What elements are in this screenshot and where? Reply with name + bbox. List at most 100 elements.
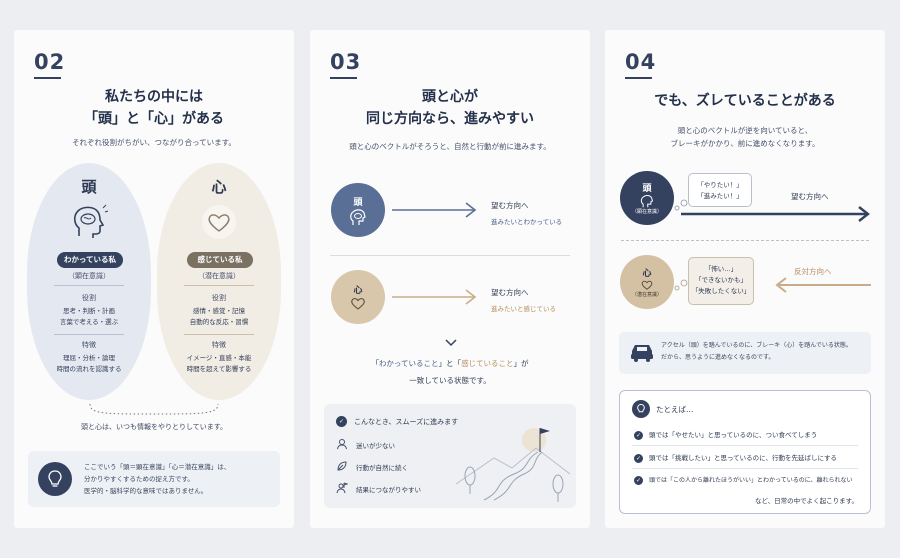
callout-item: 迷いが少ない	[356, 442, 395, 450]
head-role-heading: 役割	[82, 294, 96, 302]
person-flag-icon	[336, 482, 348, 494]
heart-pill: 感じている私	[187, 252, 253, 268]
disclaimer-line1: ここでいう「頭＝顕在意識」「心＝潜在意識」は、	[84, 463, 231, 471]
result-heart-phrase: 感じていること	[461, 359, 514, 368]
result-head-phrase: わかっていること	[378, 359, 439, 368]
check-icon: ✓	[634, 476, 643, 485]
panel-number: 04	[625, 50, 657, 74]
head-arrow	[392, 202, 477, 218]
example-text: 頭では「この人から離れたほうがいい」とわかっているのに、離れられない	[649, 477, 853, 484]
head-circle: 頭	[331, 183, 385, 237]
heart-circle-label: 心	[642, 269, 652, 279]
panel-title-line1: 頭と心が	[422, 89, 478, 105]
head-circle-label: 頭	[353, 197, 363, 208]
panel-03: 03 頭と心が 同じ方向なら、進みやすい 頭と心のベクトルがそろうと、自然と行動…	[310, 30, 590, 528]
heart-pill-sub: （潜在意識）	[198, 272, 240, 280]
heart-arrow	[392, 289, 477, 305]
heart-icon	[351, 298, 365, 310]
head-kanji: 頭	[81, 178, 97, 196]
heart-speech-bubble: 「怖い…」 「できないかも」 「失敗したくない」	[688, 257, 754, 305]
head-goal-sub: 進みたいとわかっている	[491, 218, 563, 226]
result-quote: 」と「	[438, 359, 462, 368]
divider	[54, 334, 124, 335]
heart-role-line2: 自動的な反応・習慣	[189, 318, 249, 326]
info-line1: アクセル（頭）を踏んでいるのに、ブレーキ（心）を踏んでいる状態。	[661, 342, 852, 349]
example-text: 頭では「挑戦したい」と思っているのに、行動を先延ばしにする	[649, 454, 838, 462]
chevron-down-icon	[445, 339, 457, 347]
bubble-line: 「できないかも」	[695, 276, 747, 284]
lightbulb-icon	[632, 400, 650, 418]
thought-dots	[674, 199, 688, 211]
heart-icon	[202, 205, 236, 239]
examples-tail: など、日常の中でよく起こります。	[754, 497, 858, 505]
lightbulb-icon	[38, 462, 72, 496]
path-to-flag-illustration	[455, 428, 571, 502]
example-item: ✓ 頭では「挑戦したい」と思っているのに、行動を先延ばしにする	[634, 452, 837, 463]
heart-direction-label: 反対方向へ	[794, 267, 832, 276]
smooth-callout: ✓ こんなとき、スムーズに進みます 迷いが少ない 行動が自然に続く 結果につなが…	[324, 404, 576, 508]
disclaimer-line2: 分かりやすくするための捉え方です。	[84, 475, 194, 483]
divider	[330, 255, 570, 256]
head-oval	[27, 163, 151, 400]
disclaimer-box: ここでいう「頭＝顕在意識」「心＝潜在意識」は、 分かりやすくするための捉え方です…	[28, 451, 280, 507]
callout-item: 結果につながりやすい	[356, 486, 421, 494]
leaf-icon	[337, 461, 347, 471]
example-item: ✓頭では「やせたい」と思っているのに、つい食べてしまう	[634, 429, 817, 440]
heart-oval	[157, 163, 281, 400]
panel-title: でも、ズレていることがある	[654, 93, 836, 109]
heart-circle: 心 （潜在意識）	[620, 255, 674, 309]
panel-title-line1: 私たちの中には	[105, 89, 203, 105]
head-role-line2: 言葉で考える・選ぶ	[59, 318, 119, 326]
head-circle-label: 頭	[642, 184, 652, 194]
examples-title: たとえば…	[656, 405, 694, 414]
check-icon: ✓	[634, 453, 643, 463]
head-pill-sub: （顕在意識）	[68, 272, 110, 280]
heart-goal-sub: 進みたいと感じている	[491, 305, 556, 313]
bubble-line: 「失敗したくない」	[691, 287, 751, 295]
connection-dots	[89, 403, 219, 415]
car-icon	[631, 345, 653, 362]
result-quote: 「	[371, 359, 379, 368]
heart-circle-label: 心	[353, 286, 363, 296]
thought-dots	[674, 279, 688, 291]
head-brain-icon	[350, 208, 366, 225]
heart-circle-sub: （潜在意識）	[631, 292, 662, 298]
callout-item: 行動が自然に続く	[356, 464, 408, 472]
head-speech-bubble: 「やりたい！」 「進みたい！」	[688, 173, 752, 207]
head-pill: わかっている私	[57, 252, 123, 268]
bubble-line: 「やりたい！」	[697, 181, 743, 189]
info-line2: だから、思うように進めなくなるのです。	[661, 354, 775, 361]
number-underline	[34, 77, 61, 79]
heart-goal: 望む方向へ	[491, 288, 529, 297]
result-line2: 一致している状態です。	[409, 376, 491, 385]
panel-number: 03	[330, 50, 362, 74]
panel-subtitle: 頭と心のベクトルがそろうと、自然と行動が前に進みます。	[349, 142, 551, 151]
heart-feature-line1: イメージ・直感・本能	[186, 354, 252, 362]
head-circle-sub: （顕在意識）	[631, 209, 662, 215]
person-icon	[337, 439, 347, 450]
panel-04: 04 でも、ズレていることがある 頭と心のベクトルが逆を向いていると、 ブレーキ…	[605, 30, 885, 528]
head-brain-icon	[640, 194, 654, 208]
brake-info-box: アクセル（頭）を踏んでいるのに、ブレーキ（心）を踏んでいる状態。 だから、思うよ…	[619, 332, 871, 374]
example-item: ✓ 頭では「この人から離れたほうがいい」とわかっているのに、離れられない	[634, 475, 853, 485]
heart-feature-heading: 特徴	[212, 341, 226, 349]
dashed-divider	[621, 240, 869, 241]
head-goal: 望む方向へ	[491, 201, 529, 210]
disclaimer-line3: 医学的・脳科学的な意味ではありません。	[84, 487, 208, 495]
panel-title-line2: 「頭」と「心」がある	[84, 111, 224, 127]
number-underline	[625, 77, 652, 79]
bubble-line: 「進みたい！」	[697, 192, 743, 200]
backward-arrow	[775, 277, 871, 293]
heart-role-line1: 感情・感覚・記憶	[193, 307, 245, 315]
divider	[184, 285, 254, 286]
panel-subtitle-line2: ブレーキがかかり、前に進めなくなります。	[670, 139, 820, 148]
connection-text: 頭と心は、いつも情報をやりとりしています。	[80, 423, 228, 431]
panel-title-line2: 同じ方向なら、進みやすい	[366, 111, 534, 127]
heart-circle: 心	[331, 270, 385, 324]
divider	[184, 334, 254, 335]
head-feature-heading: 特徴	[82, 341, 96, 349]
head-direction-label: 望む方向へ	[791, 192, 829, 201]
divider	[54, 285, 124, 286]
check-icon: ✓	[634, 430, 643, 440]
divider	[632, 468, 858, 469]
